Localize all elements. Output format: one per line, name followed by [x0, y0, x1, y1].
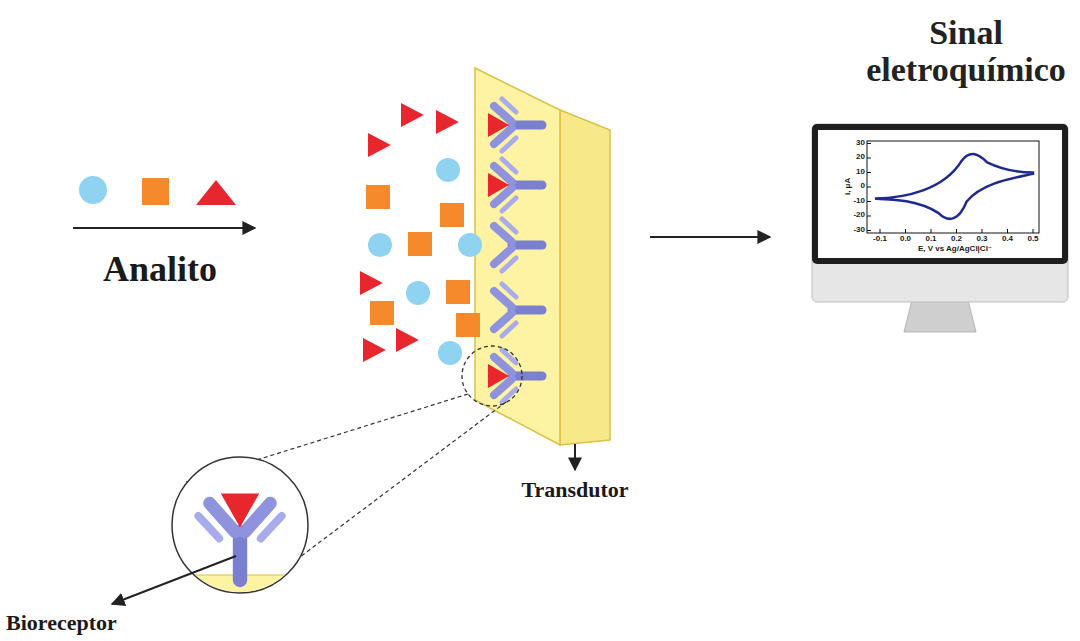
analyte-square — [370, 301, 394, 325]
axis-tick-label: 0.5 — [1020, 235, 1046, 244]
analyte-triangle — [368, 133, 391, 157]
antibody-stem — [512, 306, 542, 315]
analyte-circle — [368, 233, 392, 257]
antibody-light-chain — [502, 138, 516, 151]
antibody-light-chain — [502, 219, 516, 232]
tick-mark — [1033, 229, 1034, 233]
transducer-plate — [475, 68, 560, 445]
monitor-body — [812, 124, 1068, 302]
analyte-square — [366, 185, 390, 209]
antibody-stem — [512, 241, 542, 250]
analyte-triangle — [401, 103, 424, 127]
tick-mark — [905, 229, 906, 233]
flow-arrow — [650, 236, 770, 238]
part-label: Bioreceptor — [6, 611, 166, 635]
antibody — [494, 284, 542, 336]
antibody-light-chain — [502, 159, 516, 172]
axis-tick-label: 30 — [840, 139, 865, 148]
antibody-stem — [512, 121, 542, 130]
axis-tick-label: 20 — [840, 153, 865, 162]
analyte-circle — [79, 176, 107, 204]
axis-title: E, V vs Ag/AgCl|Cl⁻ — [880, 245, 1030, 254]
analyte-circle — [436, 158, 460, 182]
analyte-square — [446, 280, 470, 304]
axis-tick-label: 10 — [840, 168, 865, 177]
tick-mark — [956, 229, 957, 233]
analyte-square — [142, 178, 169, 205]
tick-mark — [867, 187, 871, 188]
antibody-light-chain — [502, 99, 516, 112]
zoom-line — [296, 402, 506, 560]
antibody-stem — [512, 372, 542, 381]
axis-tick-label: -0.1 — [867, 235, 893, 244]
antibody-light-chain — [502, 323, 516, 336]
tick-mark — [867, 158, 871, 159]
tick-mark — [867, 172, 871, 173]
axis-tick-label: 0.3 — [969, 235, 995, 244]
analyte-square — [440, 203, 464, 227]
axis-tick-label: -10 — [840, 197, 865, 206]
antibody-light-chain — [502, 350, 516, 363]
axis-tick-label: 0.2 — [944, 235, 970, 244]
tick-mark — [867, 216, 871, 217]
analyte-triangle — [396, 328, 419, 352]
analyte-triangle — [196, 180, 236, 205]
heading: Sinal eletroquímico — [856, 14, 1076, 89]
antibody-light-chain — [198, 516, 219, 538]
analyte-square — [456, 313, 480, 337]
bound-analyte — [488, 364, 509, 388]
analyte-circle — [438, 341, 462, 365]
transducer-side — [560, 110, 610, 445]
bound-analyte — [221, 494, 259, 528]
bound-analyte — [488, 113, 509, 137]
axis-tick-label: 0.1 — [918, 235, 944, 244]
antibody — [488, 99, 542, 151]
analyte-circle — [458, 233, 482, 257]
antibody — [198, 494, 281, 580]
voltammogram-curve — [875, 154, 1033, 219]
analyte-triangle — [363, 338, 386, 362]
tick-mark — [880, 229, 881, 233]
antibody-layer — [488, 99, 542, 402]
flow-arrow — [73, 227, 255, 229]
plot-frame — [867, 141, 1039, 233]
antibody-zoom — [198, 494, 281, 580]
antibody — [488, 350, 542, 402]
leader-arrow — [574, 444, 576, 470]
bound-analyte — [488, 173, 509, 197]
axis-tick-label: -20 — [840, 211, 865, 220]
tick-mark — [1007, 229, 1008, 233]
antibody-light-chain — [261, 516, 282, 538]
analyte-triangle — [360, 271, 383, 295]
part-label: Transdutor — [495, 478, 655, 502]
axis-title: i, μA — [844, 156, 853, 216]
tick-mark — [867, 230, 871, 231]
antibody-light-chain — [502, 198, 516, 211]
antibody-stem — [512, 181, 542, 190]
analyte-circle — [406, 281, 430, 305]
monitor-stand — [904, 300, 976, 332]
analyte-square — [408, 232, 432, 256]
analyte-triangle — [436, 110, 459, 134]
tick-mark — [931, 229, 932, 233]
monitor-bezel — [812, 124, 1068, 264]
leader-arrow — [112, 556, 236, 604]
zoom-marker — [462, 346, 522, 406]
axis-tick-label: 0.4 — [995, 235, 1021, 244]
analyte-label: Analito — [60, 250, 260, 290]
tick-mark — [867, 143, 871, 144]
antibody — [488, 159, 542, 211]
tick-mark — [867, 201, 871, 202]
axis-tick-label: 0.0 — [893, 235, 919, 244]
antibody — [494, 219, 542, 271]
axis-ticks — [867, 144, 1033, 234]
antibody-light-chain — [502, 284, 516, 297]
axis-tick-label: -30 — [840, 226, 865, 235]
tick-mark — [982, 229, 983, 233]
analyte-cloud — [360, 103, 482, 365]
antibody-light-chain — [502, 258, 516, 271]
monitor-screen — [818, 130, 1062, 258]
